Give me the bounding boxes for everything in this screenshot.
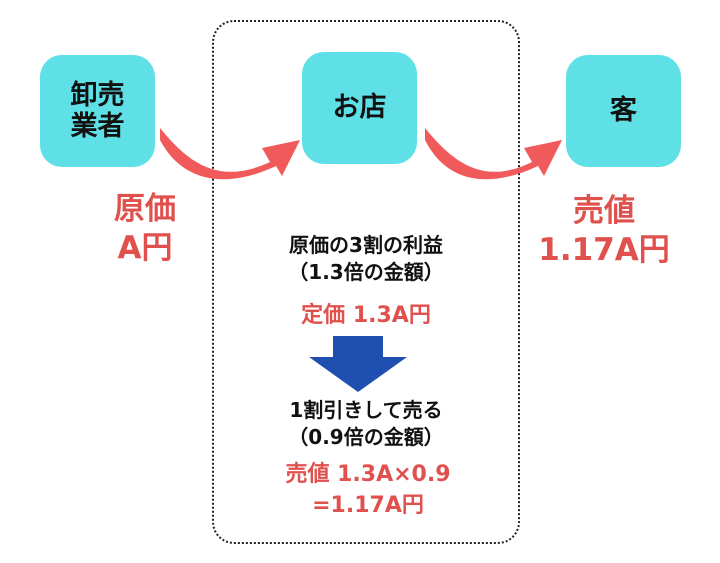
node-customer-label: 客 — [610, 95, 637, 127]
cost-label-line2: A円 — [117, 229, 173, 266]
sale-calc-line2: =1.17A円 — [312, 492, 424, 518]
arrow-shop-to-customer — [425, 128, 562, 180]
cost-label-line1: 原価 — [114, 191, 176, 227]
selling-price-label: 売値 1.17A円 — [528, 192, 680, 270]
discount-line2: （0.9倍の金額） — [288, 425, 444, 449]
discount-line1: 1割引きして売る — [289, 398, 443, 422]
list-price: 定価 1.3A円 — [301, 303, 431, 328]
sale-calc-line1: 売値 1.3A×0.9 — [285, 462, 451, 487]
node-shop-label: お店 — [332, 92, 387, 124]
cost-label: 原価 A円 — [100, 190, 190, 268]
selling-price-line2: 1.17A円 — [538, 231, 670, 268]
profit-line2: （1.3倍の金額） — [288, 260, 444, 284]
shop-process-frame — [212, 20, 520, 544]
node-wholesaler-line1: 卸売 — [70, 79, 125, 111]
node-wholesaler-line2: 業者 — [70, 111, 125, 142]
arrow-wholesaler-to-shop — [160, 128, 300, 180]
node-shop: お店 — [302, 52, 417, 164]
node-customer: 客 — [566, 55, 681, 167]
discount-description: 1割引きして売る （0.9倍の金額） — [230, 397, 502, 451]
arrow-down-blue — [309, 336, 407, 392]
profit-description: 原価の3割の利益 （1.3倍の金額） — [230, 232, 502, 286]
node-wholesaler: 卸売 業者 — [40, 55, 155, 167]
selling-price-line1: 売値 — [573, 193, 635, 229]
sale-calculation: 売値 1.3A×0.9 =1.17A円 — [232, 460, 504, 522]
profit-line1: 原価の3割の利益 — [289, 233, 443, 257]
